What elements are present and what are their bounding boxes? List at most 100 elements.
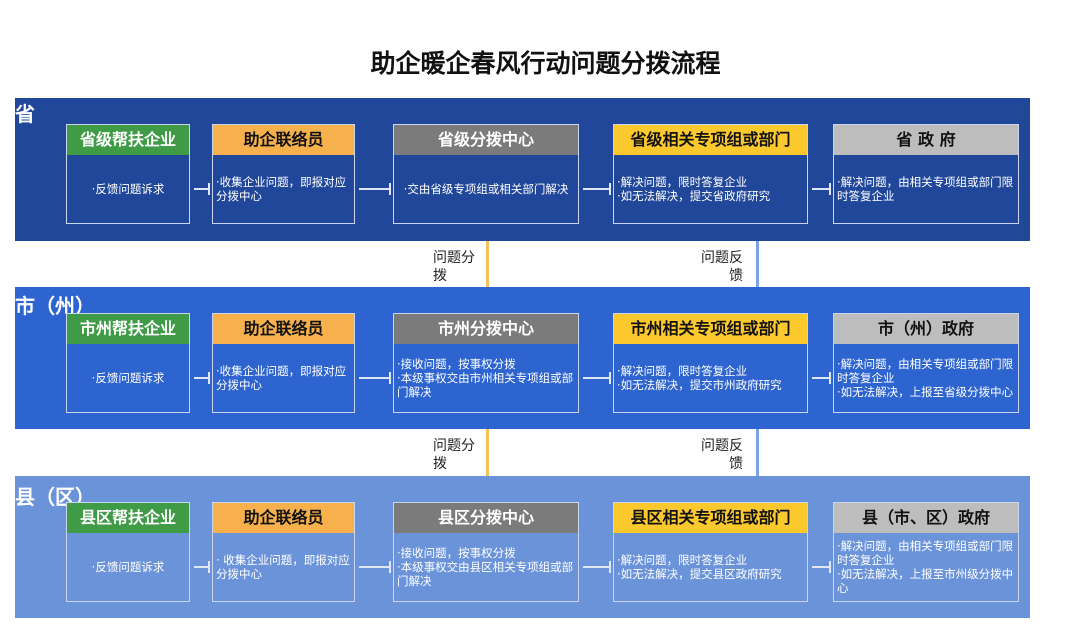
flow-card-4: 县（市、区）政府·解决问题，由相关专项组或部门限时答复企业·如无法解决，上报至市… — [833, 502, 1019, 602]
card-line: ·本级事权交由县区相关专项组或部门解决 — [397, 560, 574, 588]
card-body: ·收集企业问题，即报对应分拨中心 — [213, 155, 354, 223]
flow-connector-end — [389, 183, 391, 195]
flow-connector-end — [829, 561, 831, 573]
card-line: ·解决问题，限时答复企业 — [617, 553, 748, 567]
card-line: ·接收问题，按事权分拨 — [397, 357, 516, 371]
flow-connector — [194, 188, 208, 190]
level-band-2: 县（区）县区帮扶企业·反馈问题诉求助企联络员· 收集企业问题，即报对应分拨中心县… — [15, 476, 1030, 618]
flow-connector — [194, 377, 208, 379]
feedback-arrow — [756, 241, 759, 287]
flow-connector-end — [208, 183, 210, 195]
card-line: ·如无法解决，提交县区政府研究 — [617, 567, 782, 581]
card-line: ·解决问题，由相关专项组或部门限时答复企业 — [837, 175, 1014, 203]
card-line: ·如无法解决，上报至市州级分拨中心 — [837, 567, 1014, 595]
flow-connector-end — [208, 561, 210, 573]
flow-card-3: 省级相关专项组或部门·解决问题，限时答复企业·如无法解决，提交省政府研究 — [613, 124, 808, 224]
card-title: 县区帮扶企业 — [67, 503, 189, 533]
card-line: ·反馈问题诉求 — [91, 182, 165, 196]
card-line: ·如无法解决，上报至省级分拨中心 — [837, 385, 1014, 399]
flow-connector — [812, 377, 829, 379]
card-title: 市州相关专项组或部门 — [614, 314, 807, 344]
card-line: ·反馈问题诉求 — [91, 371, 165, 385]
card-title: 市州分拨中心 — [394, 314, 578, 344]
card-body: ·解决问题，由相关专项组或部门限时答复企业·如无法解决，上报至省级分拨中心 — [834, 344, 1018, 412]
flow-connector-end — [609, 561, 611, 573]
card-line: ·收集企业问题，即报对应分拨中心 — [216, 175, 347, 203]
card-title: 市州帮扶企业 — [67, 314, 189, 344]
card-body: · 收集企业问题，即报对应分拨中心 — [213, 533, 354, 601]
flow-card-2: 县区分拨中心·接收问题，按事权分拨·本级事权交由县区相关专项组或部门解决 — [393, 502, 579, 602]
card-title: 省 政 府 — [834, 125, 1018, 155]
card-line: ·如无法解决，提交市州政府研究 — [617, 378, 782, 392]
flow-connector-end — [389, 372, 391, 384]
card-title: 助企联络员 — [213, 125, 354, 155]
card-body: ·解决问题，由相关专项组或部门限时答复企业 — [834, 155, 1018, 223]
flow-connector — [359, 188, 389, 190]
page-title: 助企暖企春风行动问题分拨流程 — [370, 49, 721, 78]
flow-connector — [812, 566, 829, 568]
card-body: ·交由省级专项组或相关部门解决 — [394, 155, 578, 223]
flow-card-2: 省级分拨中心·交由省级专项组或相关部门解决 — [393, 124, 579, 224]
flow-connector-end — [208, 372, 210, 384]
level-label: 省 — [15, 102, 35, 126]
feedback-label: 问题反馈 — [701, 438, 743, 472]
flow-connector-end — [609, 372, 611, 384]
flow-connector — [583, 377, 609, 379]
flow-connector-end — [389, 561, 391, 573]
dispatch-arrow — [486, 241, 489, 287]
flow-connector — [812, 188, 829, 190]
dispatch-label: 问题分拨 — [433, 250, 475, 284]
card-body: ·接收问题，按事权分拨·本级事权交由县区相关专项组或部门解决 — [394, 533, 578, 601]
card-body: ·解决问题，限时答复企业·如无法解决，提交省政府研究 — [614, 155, 807, 223]
flow-card-3: 县区相关专项组或部门·解决问题，限时答复企业·如无法解决，提交县区政府研究 — [613, 502, 808, 602]
dispatch-label: 问题分拨 — [433, 438, 475, 472]
card-body: ·反馈问题诉求 — [67, 155, 189, 223]
card-body: ·解决问题，由相关专项组或部门限时答复企业·如无法解决，上报至市州级分拨中心 — [834, 533, 1018, 601]
level-band-0: 省省级帮扶企业·反馈问题诉求助企联络员 ·收集企业问题，即报对应分拨中心 省级分拨中… — [15, 98, 1030, 241]
card-title: 县区相关专项组或部门 — [614, 503, 807, 533]
level-band-1: 市（州）市州帮扶企业·反馈问题诉求助企联络员·收集企业问题，即报对应分拨中心市州… — [15, 287, 1030, 429]
card-line: ·解决问题，由相关专项组或部门限时答复企业 — [837, 539, 1014, 567]
flow-connector — [583, 188, 609, 190]
flow-card-0: 市州帮扶企业 ·反馈问题诉求 — [66, 313, 190, 413]
card-title: 县（市、区）政府 — [834, 503, 1018, 533]
card-body: ·接收问题，按事权分拨·本级事权交由市州相关专项组或部门解决 — [394, 344, 578, 412]
card-title: 助企联络员 — [213, 503, 354, 533]
flow-card-2: 市州分拨中心·接收问题，按事权分拨·本级事权交由市州相关专项组或部门解决 — [393, 313, 579, 413]
feedback-arrow — [756, 429, 759, 476]
card-title: 市（州）政府 — [834, 314, 1018, 344]
card-line: ·收集企业问题，即报对应分拨中心 — [216, 364, 347, 392]
card-line: ·解决问题，限时答复企业 — [617, 175, 748, 189]
flow-card-0: 省级帮扶企业·反馈问题诉求 — [66, 124, 190, 224]
dispatch-arrow — [486, 429, 489, 476]
card-line: ·本级事权交由市州相关专项组或部门解决 — [397, 371, 574, 399]
flow-card-4: 市（州）政府·解决问题，由相关专项组或部门限时答复企业·如无法解决，上报至省级分… — [833, 313, 1019, 413]
card-title: 助企联络员 — [213, 314, 354, 344]
card-line: ·反馈问题诉求 — [91, 560, 165, 574]
card-body: ·解决问题，限时答复企业·如无法解决，提交市州政府研究 — [614, 344, 807, 412]
card-title: 省级分拨中心 — [394, 125, 578, 155]
flow-connector — [583, 566, 609, 568]
flow-card-1: 助企联络员 ·收集企业问题，即报对应分拨中心 — [212, 124, 355, 224]
card-line: ·解决问题，限时答复企业 — [617, 364, 748, 378]
flow-card-1: 助企联络员 · 收集企业问题，即报对应分拨中心 — [212, 502, 355, 602]
card-line: ·如无法解决，提交省政府研究 — [617, 189, 771, 203]
flow-card-1: 助企联络员 ·收集企业问题，即报对应分拨中心 — [212, 313, 355, 413]
flow-card-0: 县区帮扶企业 ·反馈问题诉求 — [66, 502, 190, 602]
feedback-label: 问题反馈 — [701, 250, 743, 284]
flow-connector-end — [829, 372, 831, 384]
flow-card-3: 市州相关专项组或部门·解决问题，限时答复企业·如无法解决，提交市州政府研究 — [613, 313, 808, 413]
flow-connector — [359, 566, 389, 568]
flow-card-4: 省 政 府 ·解决问题，由相关专项组或部门限时答复企业 — [833, 124, 1019, 224]
card-line: ·接收问题，按事权分拨 — [397, 546, 516, 560]
flow-connector — [359, 377, 389, 379]
card-line: · 收集企业问题，即报对应分拨中心 — [216, 553, 350, 581]
card-body: ·反馈问题诉求 — [67, 533, 189, 601]
flow-connector-end — [829, 183, 831, 195]
flow-connector — [194, 566, 208, 568]
flow-connector-end — [609, 183, 611, 195]
card-body: ·反馈问题诉求 — [67, 344, 189, 412]
card-body: ·解决问题，限时答复企业·如无法解决，提交县区政府研究 — [614, 533, 807, 601]
card-line: ·解决问题，由相关专项组或部门限时答复企业 — [837, 357, 1014, 385]
card-title: 省级相关专项组或部门 — [614, 125, 807, 155]
